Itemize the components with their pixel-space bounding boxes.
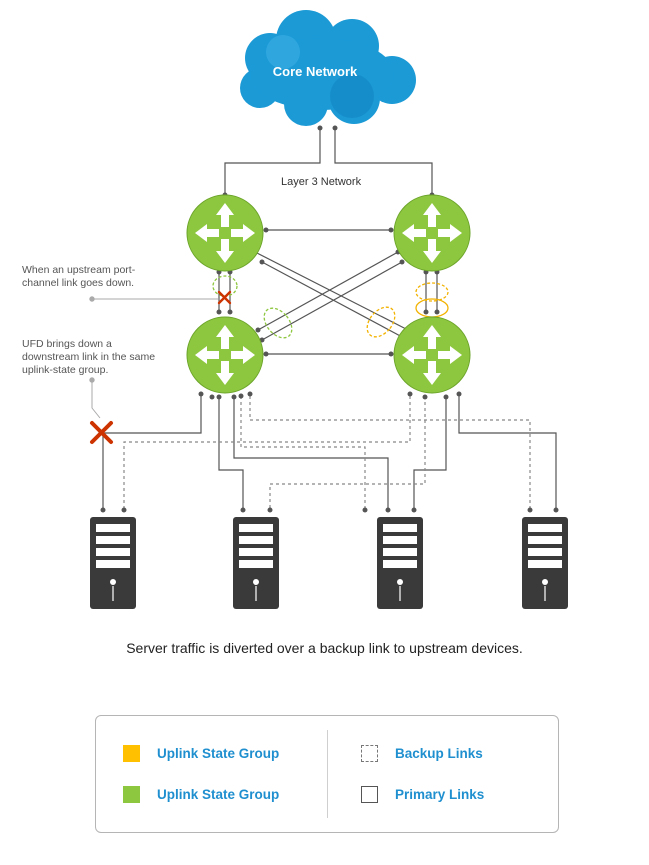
upstream-link-failure-icon bbox=[217, 290, 232, 305]
legend-label: Backup Links bbox=[395, 746, 483, 761]
router-bottom-right bbox=[393, 316, 471, 394]
backup-links bbox=[123, 396, 531, 510]
legend-item-yellow-uplink: Uplink State Group bbox=[123, 745, 279, 762]
legend-label: Primary Links bbox=[395, 787, 485, 802]
legend-item-green-uplink: Uplink State Group bbox=[123, 786, 279, 803]
annotation-leaders bbox=[89, 296, 218, 419]
ufd-annotation: UFD brings down a downstream link in the… bbox=[22, 338, 156, 376]
router-top-right bbox=[393, 194, 471, 272]
upstream-failure-annotation: When an upstream port-channel link goes … bbox=[22, 264, 136, 289]
core-network-cloud bbox=[240, 10, 416, 126]
green-square-icon bbox=[123, 786, 140, 803]
legend-label: Uplink State Group bbox=[157, 746, 280, 761]
legend-divider bbox=[327, 730, 328, 818]
legend: Uplink State Group Uplink State Group Ba… bbox=[95, 715, 559, 833]
legend-item-backup-links: Backup Links bbox=[361, 745, 483, 762]
downstream-link-failure-icon bbox=[90, 421, 113, 444]
diagram-caption: Server traffic is diverted over a backup… bbox=[126, 640, 523, 656]
router-top-left bbox=[186, 194, 264, 272]
legend-item-primary-links: Primary Links bbox=[361, 786, 484, 803]
solid-square-icon bbox=[361, 786, 378, 803]
core-network-label: Core Network bbox=[272, 64, 358, 79]
server-1 bbox=[89, 516, 137, 610]
layer3-network-label: Layer 3 Network bbox=[281, 176, 362, 188]
network-links bbox=[102, 128, 557, 510]
server-3 bbox=[376, 516, 424, 610]
yellow-square-icon bbox=[123, 745, 140, 762]
dashed-square-icon bbox=[361, 745, 378, 762]
server-4 bbox=[521, 516, 569, 610]
legend-label: Uplink State Group bbox=[157, 787, 280, 802]
router-bottom-left bbox=[186, 316, 264, 394]
server-2 bbox=[232, 516, 280, 610]
